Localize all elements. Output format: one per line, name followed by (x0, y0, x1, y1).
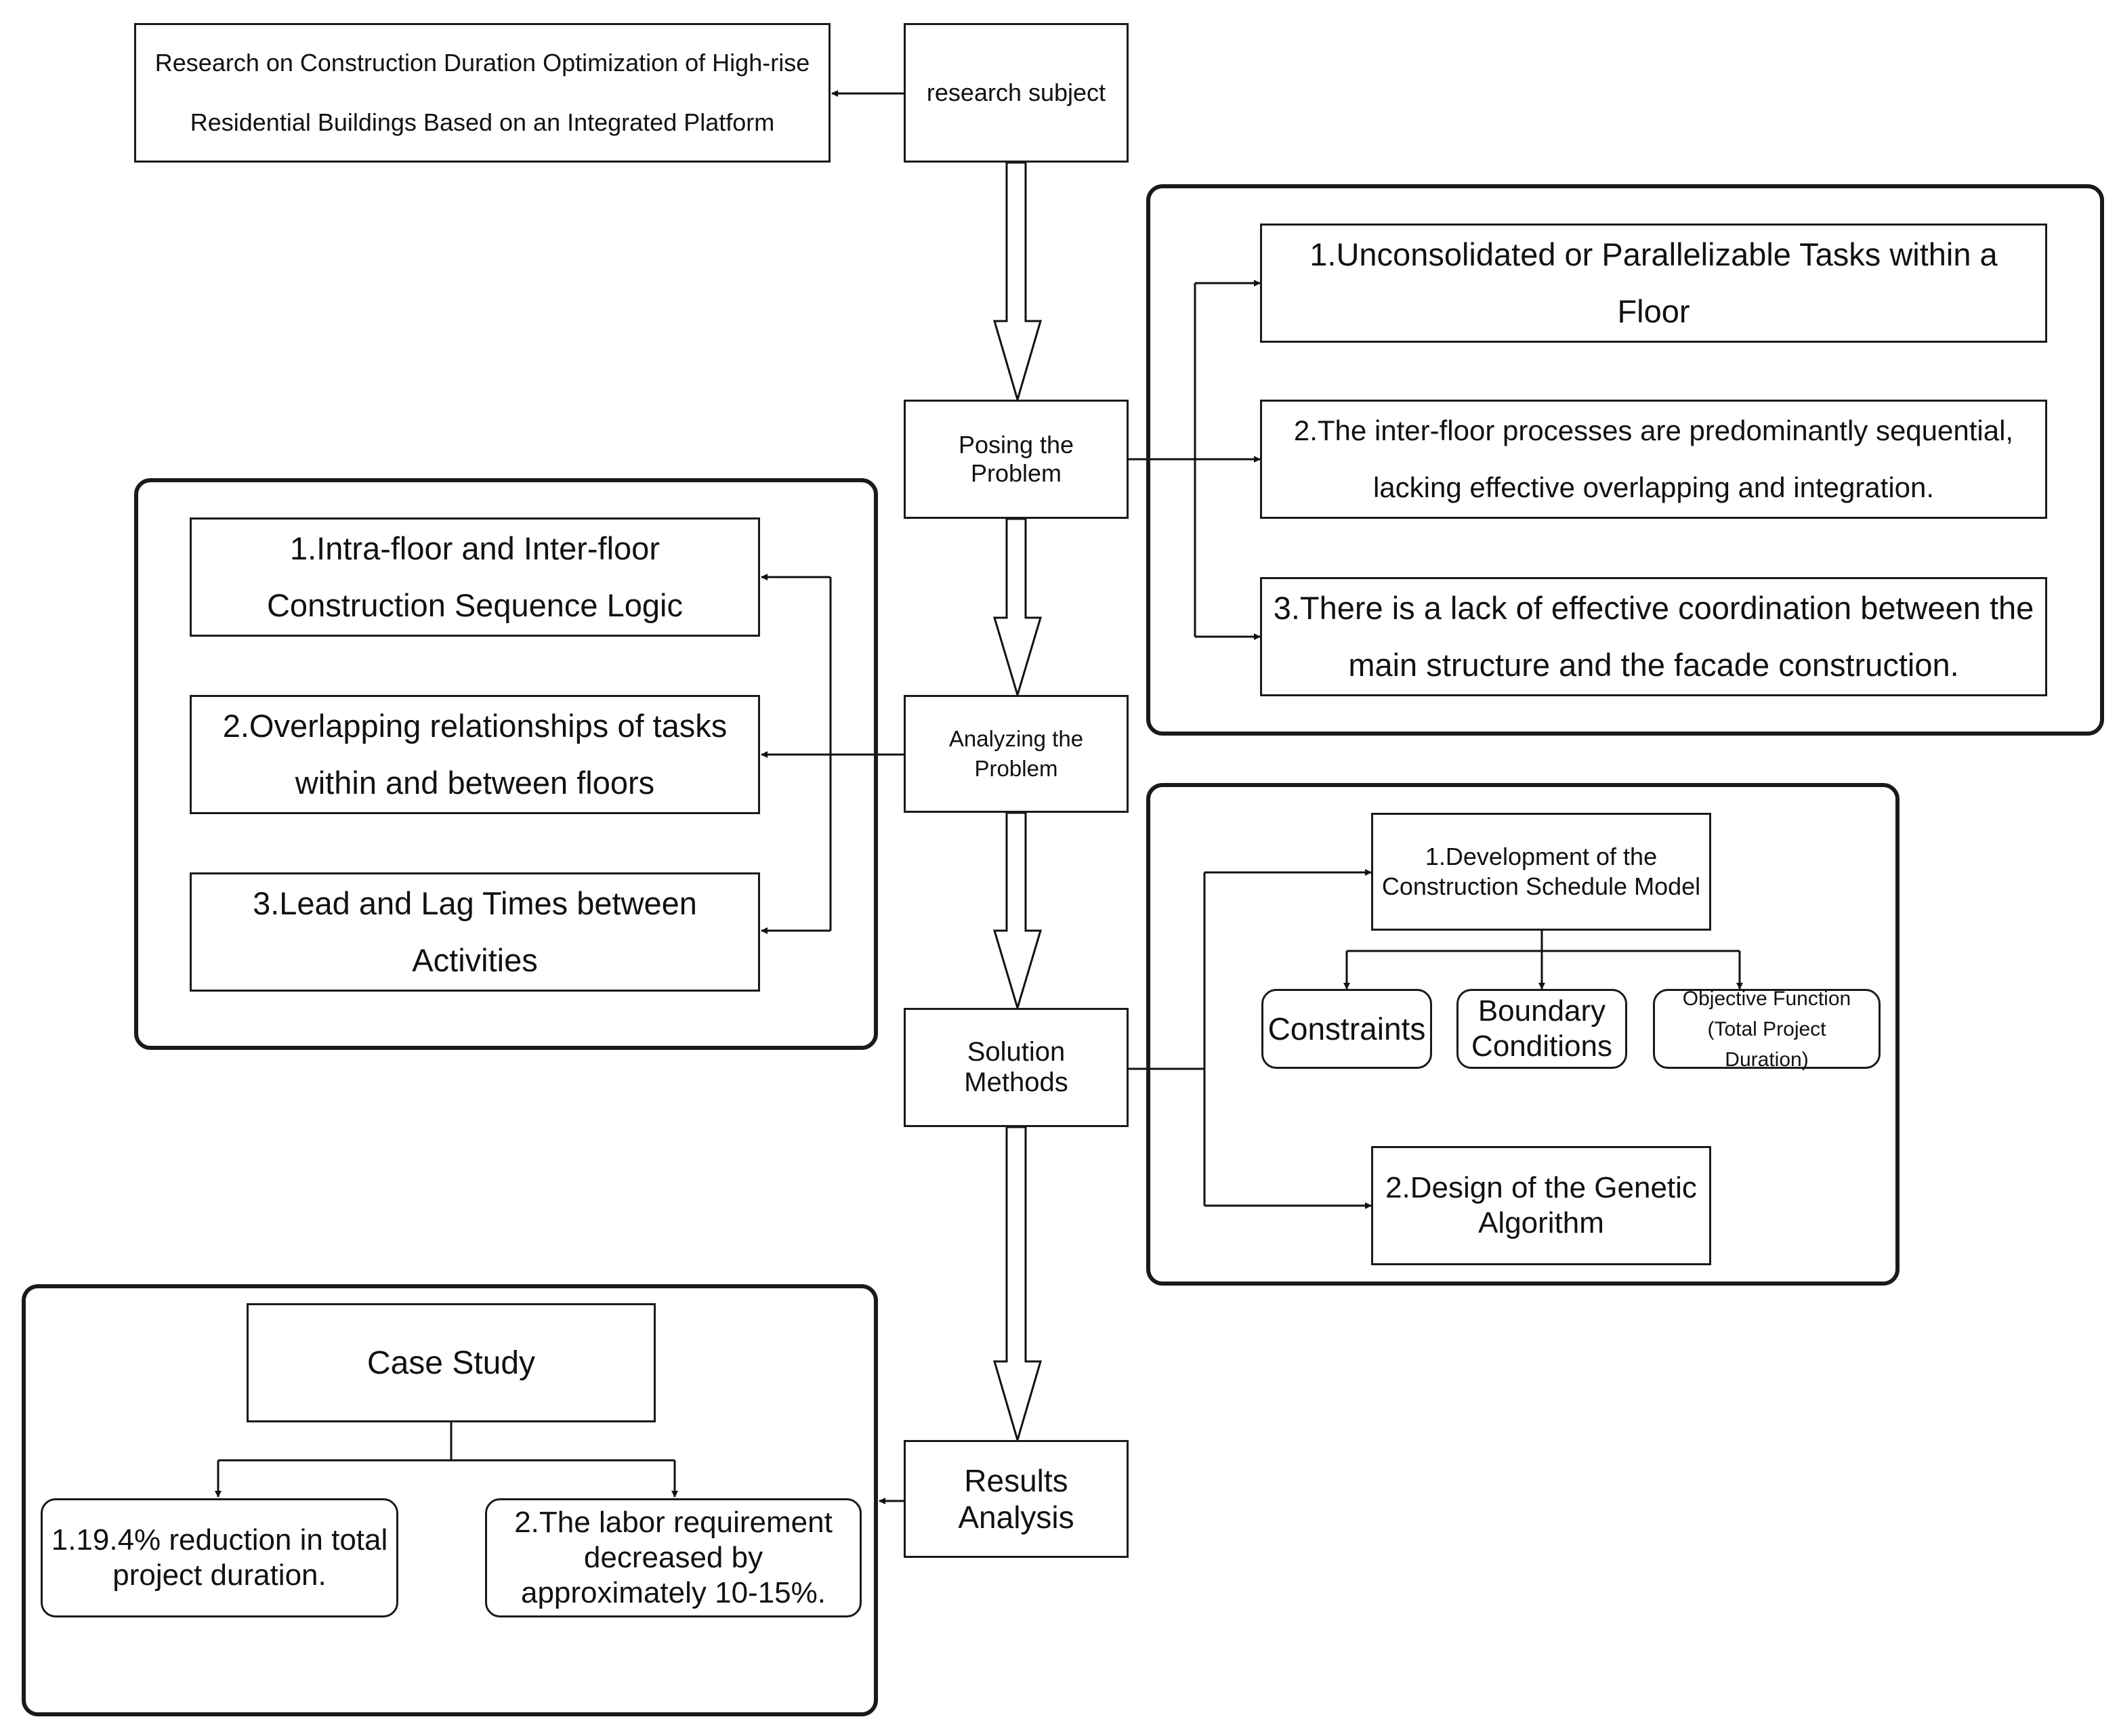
solution-methods-box: Solution Methods (904, 1008, 1129, 1127)
constraints-box: Constraints (1261, 989, 1432, 1069)
analysis-group (134, 478, 878, 1050)
hollow-arrow-1 (992, 161, 1043, 404)
research-subject-box: research subject (904, 23, 1129, 163)
objective-function-box: Objective Function (Total Project Durati… (1653, 988, 1881, 1071)
solution-group (1146, 783, 1900, 1286)
results-analysis-box: Results Analysis (904, 1440, 1129, 1558)
analyzing-problem-box: Analyzing the Problem (904, 695, 1129, 813)
hollow-arrow-4 (992, 1126, 1043, 1444)
problems-group (1146, 184, 2104, 736)
posing-problem-box: Posing the Problem (904, 400, 1129, 519)
genetic-algorithm-box: 2.Design of the Genetic Algorithm (1371, 1146, 1711, 1265)
result-2-box: 2.The labor requirement decreased by app… (485, 1498, 862, 1617)
problem-1-box: 1.Unconsolidated or Parallelizable Tasks… (1260, 224, 2047, 343)
boundary-conditions-box: Boundary Conditions (1456, 989, 1627, 1069)
case-study-box: Case Study (247, 1303, 656, 1422)
problem-2-box: 2.The inter-floor processes are predomin… (1260, 400, 2047, 519)
research-title-box: Research on Construction Duration Optimi… (134, 23, 831, 163)
analysis-3-box: 3.Lead and Lag Times between Activities (190, 872, 760, 992)
analysis-1-box: 1.Intra-floor and Inter-floor Constructi… (190, 517, 760, 637)
hollow-arrow-2 (992, 517, 1043, 699)
case-study-group (22, 1284, 878, 1716)
problem-3-box: 3.There is a lack of effective coordinat… (1260, 577, 2047, 696)
result-1-box: 1.19.4% reduction in total project durat… (41, 1498, 398, 1617)
hollow-arrow-3 (992, 811, 1043, 1012)
schedule-model-box: 1.Development of the Construction Schedu… (1371, 813, 1711, 931)
analysis-2-box: 2.Overlapping relationships of tasks wit… (190, 695, 760, 814)
